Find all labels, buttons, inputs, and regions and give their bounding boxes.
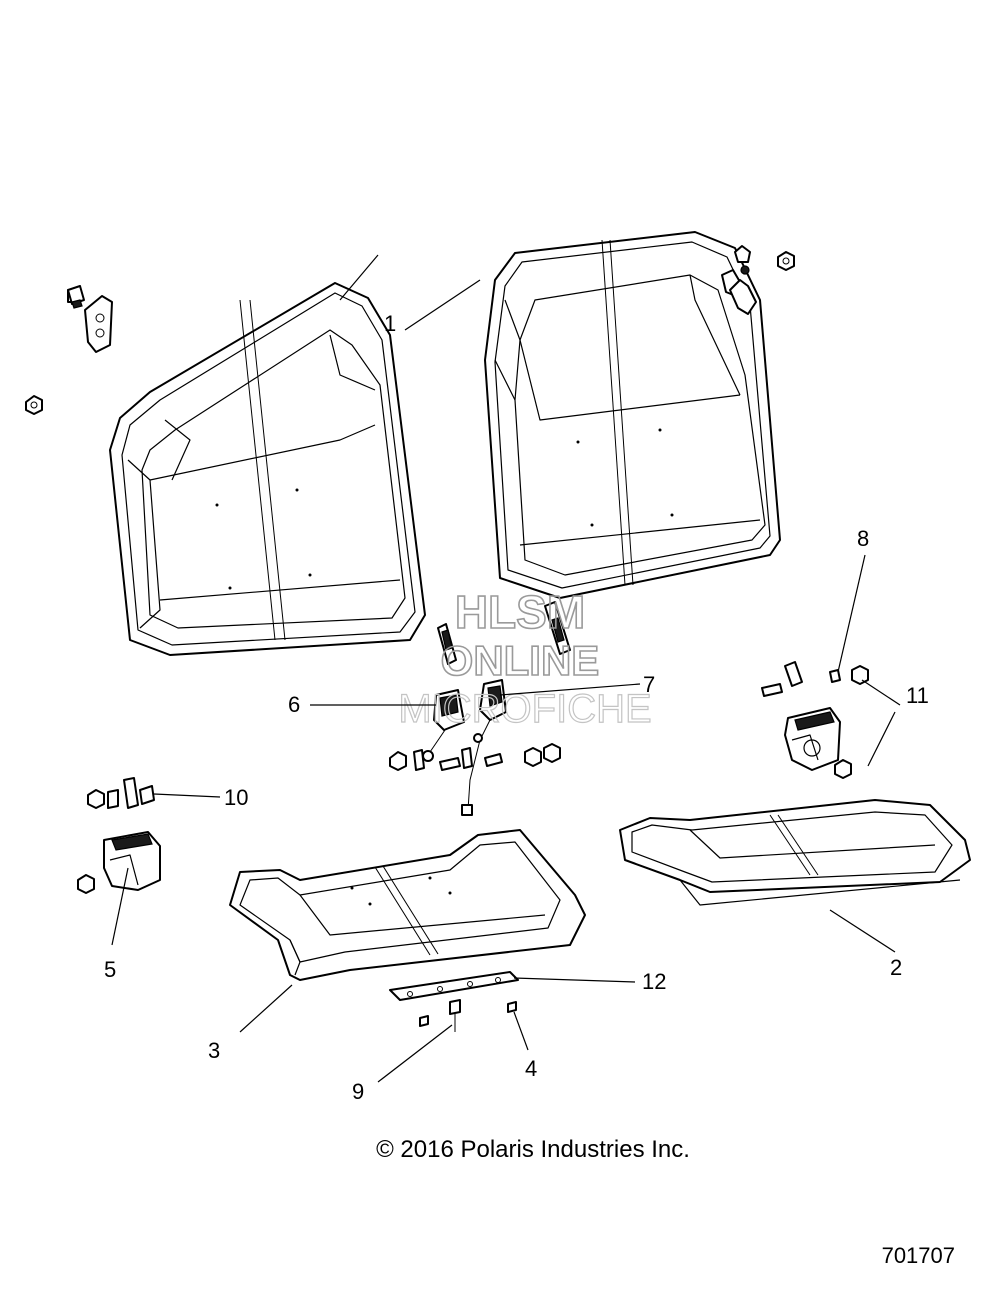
callout-9: 9 xyxy=(352,1079,364,1104)
seat-back-right xyxy=(484,231,781,599)
callout-1: 1 xyxy=(384,311,396,336)
callout-3: 3 xyxy=(208,1038,220,1063)
callout-6: 6 xyxy=(288,692,300,717)
figure-number: 701707 xyxy=(882,1243,955,1268)
callout-7: 7 xyxy=(643,672,655,697)
watermark: HLSM ONLINE MICROFICHE xyxy=(398,585,653,731)
callout-2: 2 xyxy=(890,955,902,980)
watermark-line2: ONLINE xyxy=(441,637,600,684)
buckle-bracket-left xyxy=(437,623,457,665)
seat-back-bracket-right xyxy=(721,245,757,315)
hardware-left xyxy=(87,777,155,809)
seat-bottom-left xyxy=(229,829,586,981)
seat-belt-retractor-left xyxy=(77,831,161,894)
nut-upper-left xyxy=(25,395,43,415)
seat-belt-buckle-7 xyxy=(461,679,507,816)
copyright-text: © 2016 Polaris Industries Inc. xyxy=(376,1136,690,1163)
buckle-bracket-right xyxy=(544,601,571,655)
seat-bottom-bracket-12 xyxy=(389,971,519,1001)
fasteners-bottom xyxy=(419,999,517,1032)
callout-11: 11 xyxy=(906,683,929,708)
watermark-line3: MICROFICHE xyxy=(398,687,651,731)
callout-10: 10 xyxy=(224,785,248,810)
callout-12: 12 xyxy=(642,969,666,994)
nut-upper-right xyxy=(777,251,795,271)
hardware-center-row xyxy=(389,743,561,771)
seat-back-left xyxy=(109,282,426,656)
callout-8: 8 xyxy=(857,526,869,551)
seat-belt-buckle-6 xyxy=(422,689,465,762)
leader-lines xyxy=(111,254,901,1083)
seat-back-bracket-left xyxy=(67,285,113,353)
seat-belt-retractor-right xyxy=(784,707,852,779)
watermark-line1: HLSM xyxy=(455,586,585,638)
seat-bottom-right xyxy=(619,799,971,906)
hardware-right xyxy=(761,661,869,697)
callouts: 1 2 3 4 5 6 7 8 9 10 11 12 xyxy=(104,311,929,1104)
callout-4: 4 xyxy=(525,1056,537,1081)
callout-5: 5 xyxy=(104,957,116,982)
